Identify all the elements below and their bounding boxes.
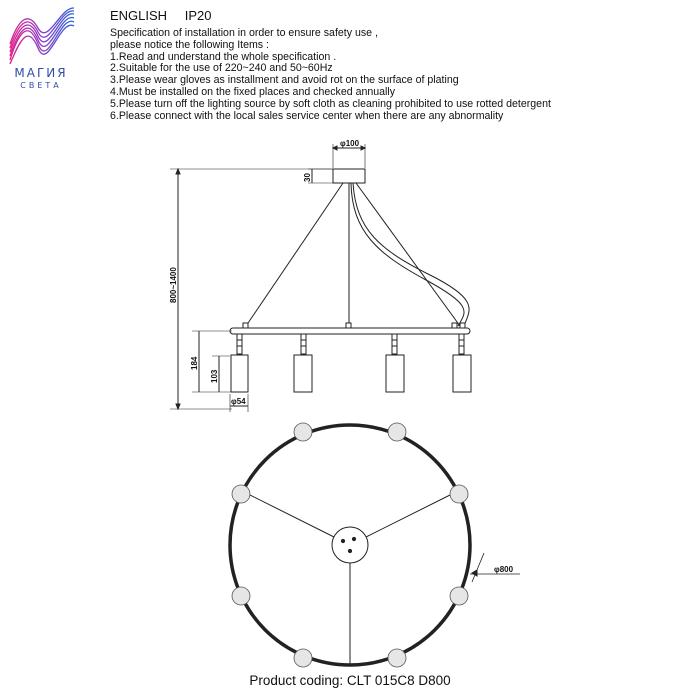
spec-notice: please notice the following Items :	[110, 38, 269, 51]
brand-name: МАГИЯ	[14, 66, 68, 80]
spec-item: 3.Please wear gloves as installment and …	[110, 74, 459, 87]
header: ENGLISH IP20	[110, 8, 225, 23]
brand-subtitle: СВЕТА	[20, 81, 62, 90]
dim-canopy-height: 30	[303, 173, 312, 182]
ip-rating: IP20	[184, 8, 212, 23]
dim-lamp-drop: 184	[190, 356, 199, 370]
spec-item: 6.Please connect with the local sales se…	[110, 109, 504, 122]
spec-item: 1.Read and understand the whole specific…	[110, 50, 337, 63]
dim-suspension-height: 800~1400	[169, 267, 178, 303]
ring-bar-side	[229, 327, 471, 335]
dim-shade-diameter: φ54	[231, 397, 246, 406]
dim-canopy-diameter: φ100	[340, 139, 360, 148]
brand-logo	[4, 4, 78, 96]
lamp	[452, 333, 472, 393]
dim-shade-height: 103	[210, 369, 219, 383]
spec-item: 5.Please turn off the lighting source by…	[110, 97, 551, 110]
dim-ring-diameter: φ800	[494, 565, 514, 574]
canopy-top	[331, 526, 369, 564]
specification-text: Specification of installation in order t…	[110, 27, 690, 122]
spec-item: 2.Suitable for the use of 220~240 and 50…	[110, 62, 333, 75]
canopy	[332, 168, 366, 184]
spec-item: 4.Must be installed on the fixed places …	[110, 85, 396, 98]
side-view	[170, 144, 472, 412]
language-label: ENGLISH	[110, 8, 168, 23]
top-view	[228, 422, 520, 668]
lamp	[385, 333, 405, 393]
ring-lamps	[231, 422, 469, 668]
logo-wave-icon	[9, 7, 75, 65]
spec-intro: Specification of installation in order t…	[110, 27, 378, 39]
lamp	[230, 333, 249, 393]
product-coding: Product coding: CLT 015C8 D800	[249, 673, 451, 688]
lamp	[293, 333, 313, 393]
